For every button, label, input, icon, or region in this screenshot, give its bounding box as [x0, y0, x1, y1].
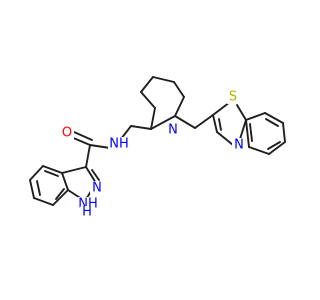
atom-background	[226, 90, 240, 104]
bond	[150, 107, 156, 130]
atom-background	[90, 181, 104, 195]
bond	[42, 165, 63, 174]
bond	[33, 197, 54, 206]
bond-double	[73, 131, 93, 141]
bond	[245, 112, 266, 121]
bond	[52, 189, 69, 206]
atom-label-amide-nh: NH	[109, 137, 129, 152]
bond-double-inner	[267, 141, 281, 150]
bond	[212, 101, 231, 116]
bond	[61, 172, 69, 191]
bond	[194, 114, 214, 129]
bond	[140, 91, 156, 109]
bond	[174, 115, 196, 129]
bond	[61, 166, 87, 174]
bond	[245, 119, 250, 148]
bond	[174, 96, 185, 117]
bond	[282, 122, 286, 143]
bond	[70, 136, 91, 146]
bond	[248, 146, 270, 155]
bond	[216, 131, 234, 146]
bond-double-inner	[91, 169, 100, 181]
bond-double-inner	[36, 180, 41, 196]
chemical-structure-diagram: O NH N S N N NH H	[29, 76, 286, 220]
bond-double-inner	[55, 188, 65, 200]
bond	[264, 112, 284, 124]
bond	[239, 119, 247, 140]
bond	[89, 144, 111, 149]
atom-label-oxygen: O	[62, 126, 72, 141]
atom-label-piperidine-n: N	[168, 123, 178, 138]
bond	[140, 76, 154, 93]
bond-double-inner	[265, 118, 279, 127]
bond	[152, 76, 175, 83]
bond-double-inner	[249, 123, 253, 142]
atom-background	[80, 206, 94, 220]
bond	[120, 125, 132, 140]
bond	[268, 141, 286, 155]
atom-background	[108, 137, 130, 151]
bond	[85, 144, 91, 168]
atom-background	[60, 126, 74, 140]
atom-label-indazole-n2: N	[92, 181, 102, 196]
atom-background	[232, 138, 246, 152]
atom-label-sulfur: S	[229, 90, 237, 105]
atom-background	[166, 123, 180, 137]
bond	[130, 125, 152, 130]
bond	[85, 166, 97, 184]
bond-double-inner	[218, 118, 222, 131]
bond	[29, 165, 44, 181]
bond-lines	[29, 76, 286, 206]
bond-double-inner	[44, 170, 59, 177]
atom-label-indazole-h: H	[82, 205, 92, 220]
bond	[29, 179, 35, 199]
bond	[173, 81, 185, 98]
bond	[150, 115, 176, 130]
atom-labels: O NH N S N N NH H	[60, 90, 246, 220]
bond	[236, 104, 247, 121]
atom-label-thiazole-n: N	[234, 138, 244, 153]
bond	[212, 114, 218, 133]
